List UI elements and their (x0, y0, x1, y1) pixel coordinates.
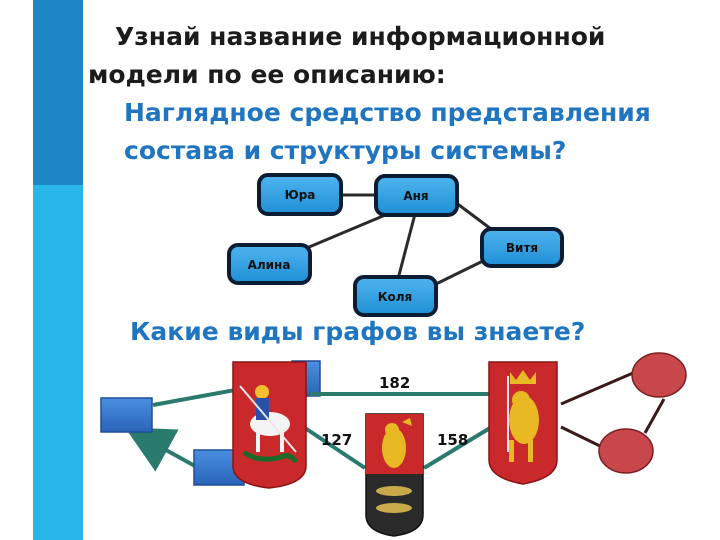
node-yura-label: Юра (285, 188, 316, 202)
node-kolya-label: Коля (378, 290, 413, 304)
simple-graph (560, 352, 687, 474)
heading-line-2: модели по ее описанию: (88, 60, 446, 89)
page-heading: Узнай название информационной модели по … (88, 18, 692, 94)
people-graph-edges (301, 193, 496, 286)
pereslavl-coat-of-arms-icon (365, 413, 424, 537)
weighted-graph: 182 127 158 (303, 374, 492, 470)
weight-182: 182 (379, 374, 410, 392)
graph-types-question: Какие виды графов вы знаете? (130, 317, 586, 346)
node-alina-label: Алина (248, 258, 291, 272)
node-anya: Аня (374, 174, 459, 217)
edge-kolya-vitya (435, 256, 490, 286)
weight-127: 127 (321, 431, 352, 449)
node-vitya: Витя (480, 227, 564, 268)
node-anya-label: Аня (403, 189, 428, 203)
vladimir-coat-of-arms-icon (488, 361, 558, 485)
question-line-1: Наглядное средство представления (124, 98, 651, 127)
edge-anya-vitya (454, 200, 496, 234)
edge-anya-kolya (396, 213, 417, 280)
question-text: Наглядное средство представления состава… (124, 94, 704, 170)
moscow-coat-of-arms-icon (232, 361, 307, 489)
simple-edge-top (560, 371, 634, 406)
simple-node-bottom (598, 428, 654, 474)
simple-node-top (631, 352, 687, 398)
side-strip-accent (33, 0, 83, 185)
heading-line-1: Узнай название информационной (115, 22, 606, 51)
edge-anya-alina (301, 211, 391, 252)
node-vitya-label: Витя (506, 241, 538, 255)
question-line-2: состава и структуры системы? (124, 136, 567, 165)
weight-158: 158 (437, 431, 468, 449)
directed-arrow (124, 427, 196, 472)
directed-node-left (100, 397, 153, 433)
node-alina: Алина (227, 243, 312, 285)
weighted-edge-pereslavl-vladimir (422, 426, 492, 470)
node-kolya: Коля (353, 275, 438, 317)
simple-edge-bottom (560, 425, 601, 448)
simple-edge-vertical (643, 398, 666, 434)
people-graph: Юра Аня Витя Алина Коля (227, 173, 564, 317)
node-yura: Юра (257, 173, 343, 216)
weighted-edge-moscow-pereslavl (303, 426, 367, 470)
